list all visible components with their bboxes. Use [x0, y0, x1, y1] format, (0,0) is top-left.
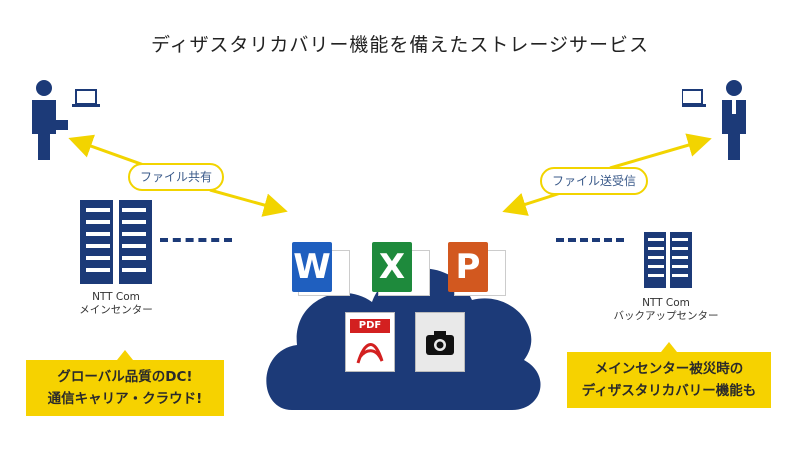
main-datacenter-icon	[80, 200, 152, 284]
excel-letter: X	[372, 242, 412, 292]
callout-right: メインセンター被災時の ディザスタリカバリー機能も	[567, 342, 771, 408]
main-datacenter-label: NTT Com メインセンター	[79, 291, 153, 316]
arrow-to-cloud-left	[209, 188, 288, 217]
powerpoint-icon: P	[448, 242, 506, 300]
word-icon: W	[292, 242, 350, 300]
dotted-link-right	[556, 238, 624, 242]
arrow-to-right-user	[609, 133, 712, 170]
excel-icon: X	[372, 242, 430, 300]
callout-left: グローバル品質のDC! 通信キャリア・クラウド!	[26, 350, 224, 416]
right-user-icon	[678, 78, 762, 163]
backup-datacenter-icon	[644, 232, 692, 288]
diagram-title: ディザスタリカバリー機能を備えたストレージサービス	[150, 34, 650, 56]
file-share-bubble: ファイル共有	[128, 163, 225, 191]
dotted-link-left	[160, 238, 232, 242]
file-transfer-bubble: ファイル送受信	[540, 167, 649, 195]
powerpoint-letter: P	[448, 242, 488, 292]
word-letter: W	[292, 242, 332, 292]
pdf-icon: PDF	[345, 312, 395, 372]
pdf-label: PDF	[350, 319, 390, 333]
backup-datacenter-label: NTT Com バックアップセンター	[613, 297, 719, 322]
left-user-icon	[28, 78, 108, 163]
camera-file-icon	[415, 312, 465, 372]
cloud-storage-icon	[262, 240, 542, 420]
